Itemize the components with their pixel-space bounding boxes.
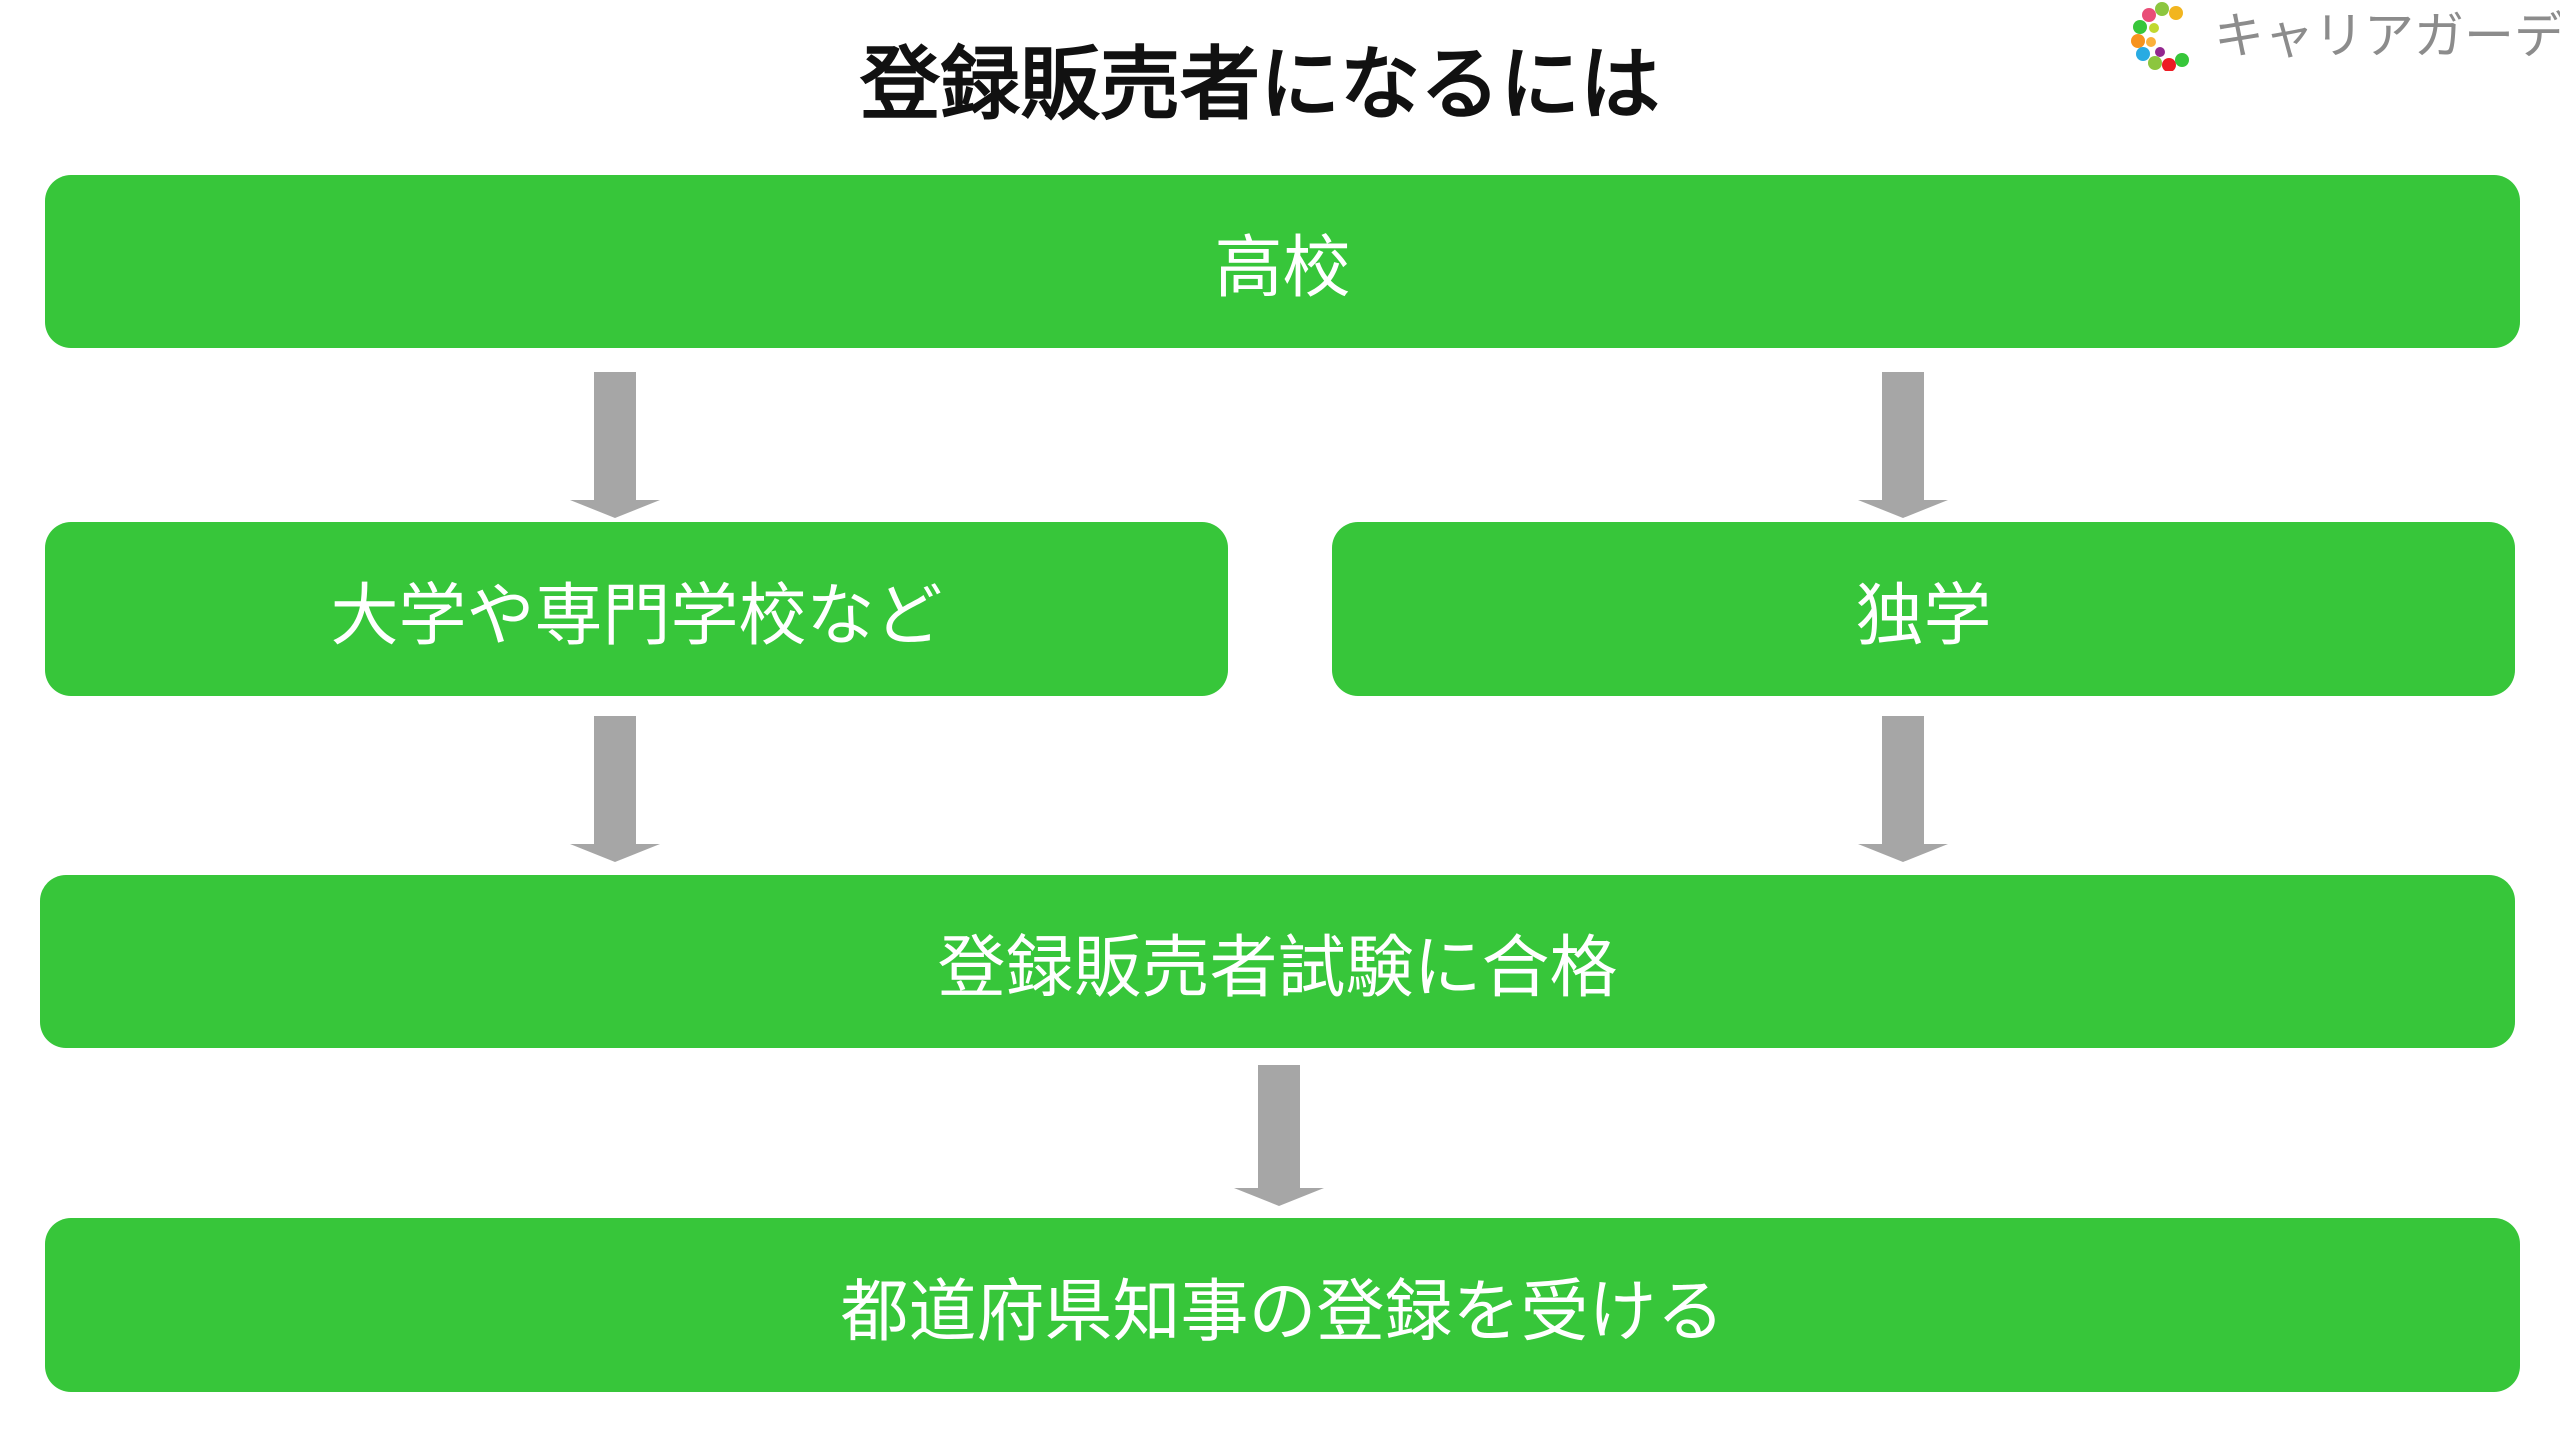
node-registration: 都道府県知事の登録を受ける — [45, 1218, 2520, 1392]
arrow-down-icon — [570, 372, 660, 518]
arrow-down-icon — [570, 716, 660, 862]
career-garden-logo-icon — [2131, 2, 2189, 71]
node-self-study-label: 独学 — [1855, 576, 1992, 656]
node-high-school-label: 高校 — [1214, 229, 1351, 308]
arrow-down-icon — [1234, 1065, 1324, 1206]
brand-logo: キャリアガーデン — [2130, 0, 2560, 72]
page-title: 登録販売者になるには — [860, 38, 1660, 131]
node-exam: 登録販売者試験に合格 — [40, 875, 2515, 1048]
logo-text: キャリアガーデン — [2214, 7, 2560, 65]
arrow-down-icon — [1858, 716, 1948, 862]
node-registration-label: 都道府県知事の登録を受ける — [840, 1272, 1725, 1352]
node-university: 大学や専門学校など — [45, 522, 1228, 696]
node-high-school: 高校 — [45, 175, 2520, 348]
node-self-study: 独学 — [1332, 522, 2515, 696]
arrow-down-icon — [1858, 372, 1948, 518]
node-university-label: 大学や専門学校など — [330, 576, 943, 656]
node-exam-label: 登録販売者試験に合格 — [937, 929, 1618, 1008]
